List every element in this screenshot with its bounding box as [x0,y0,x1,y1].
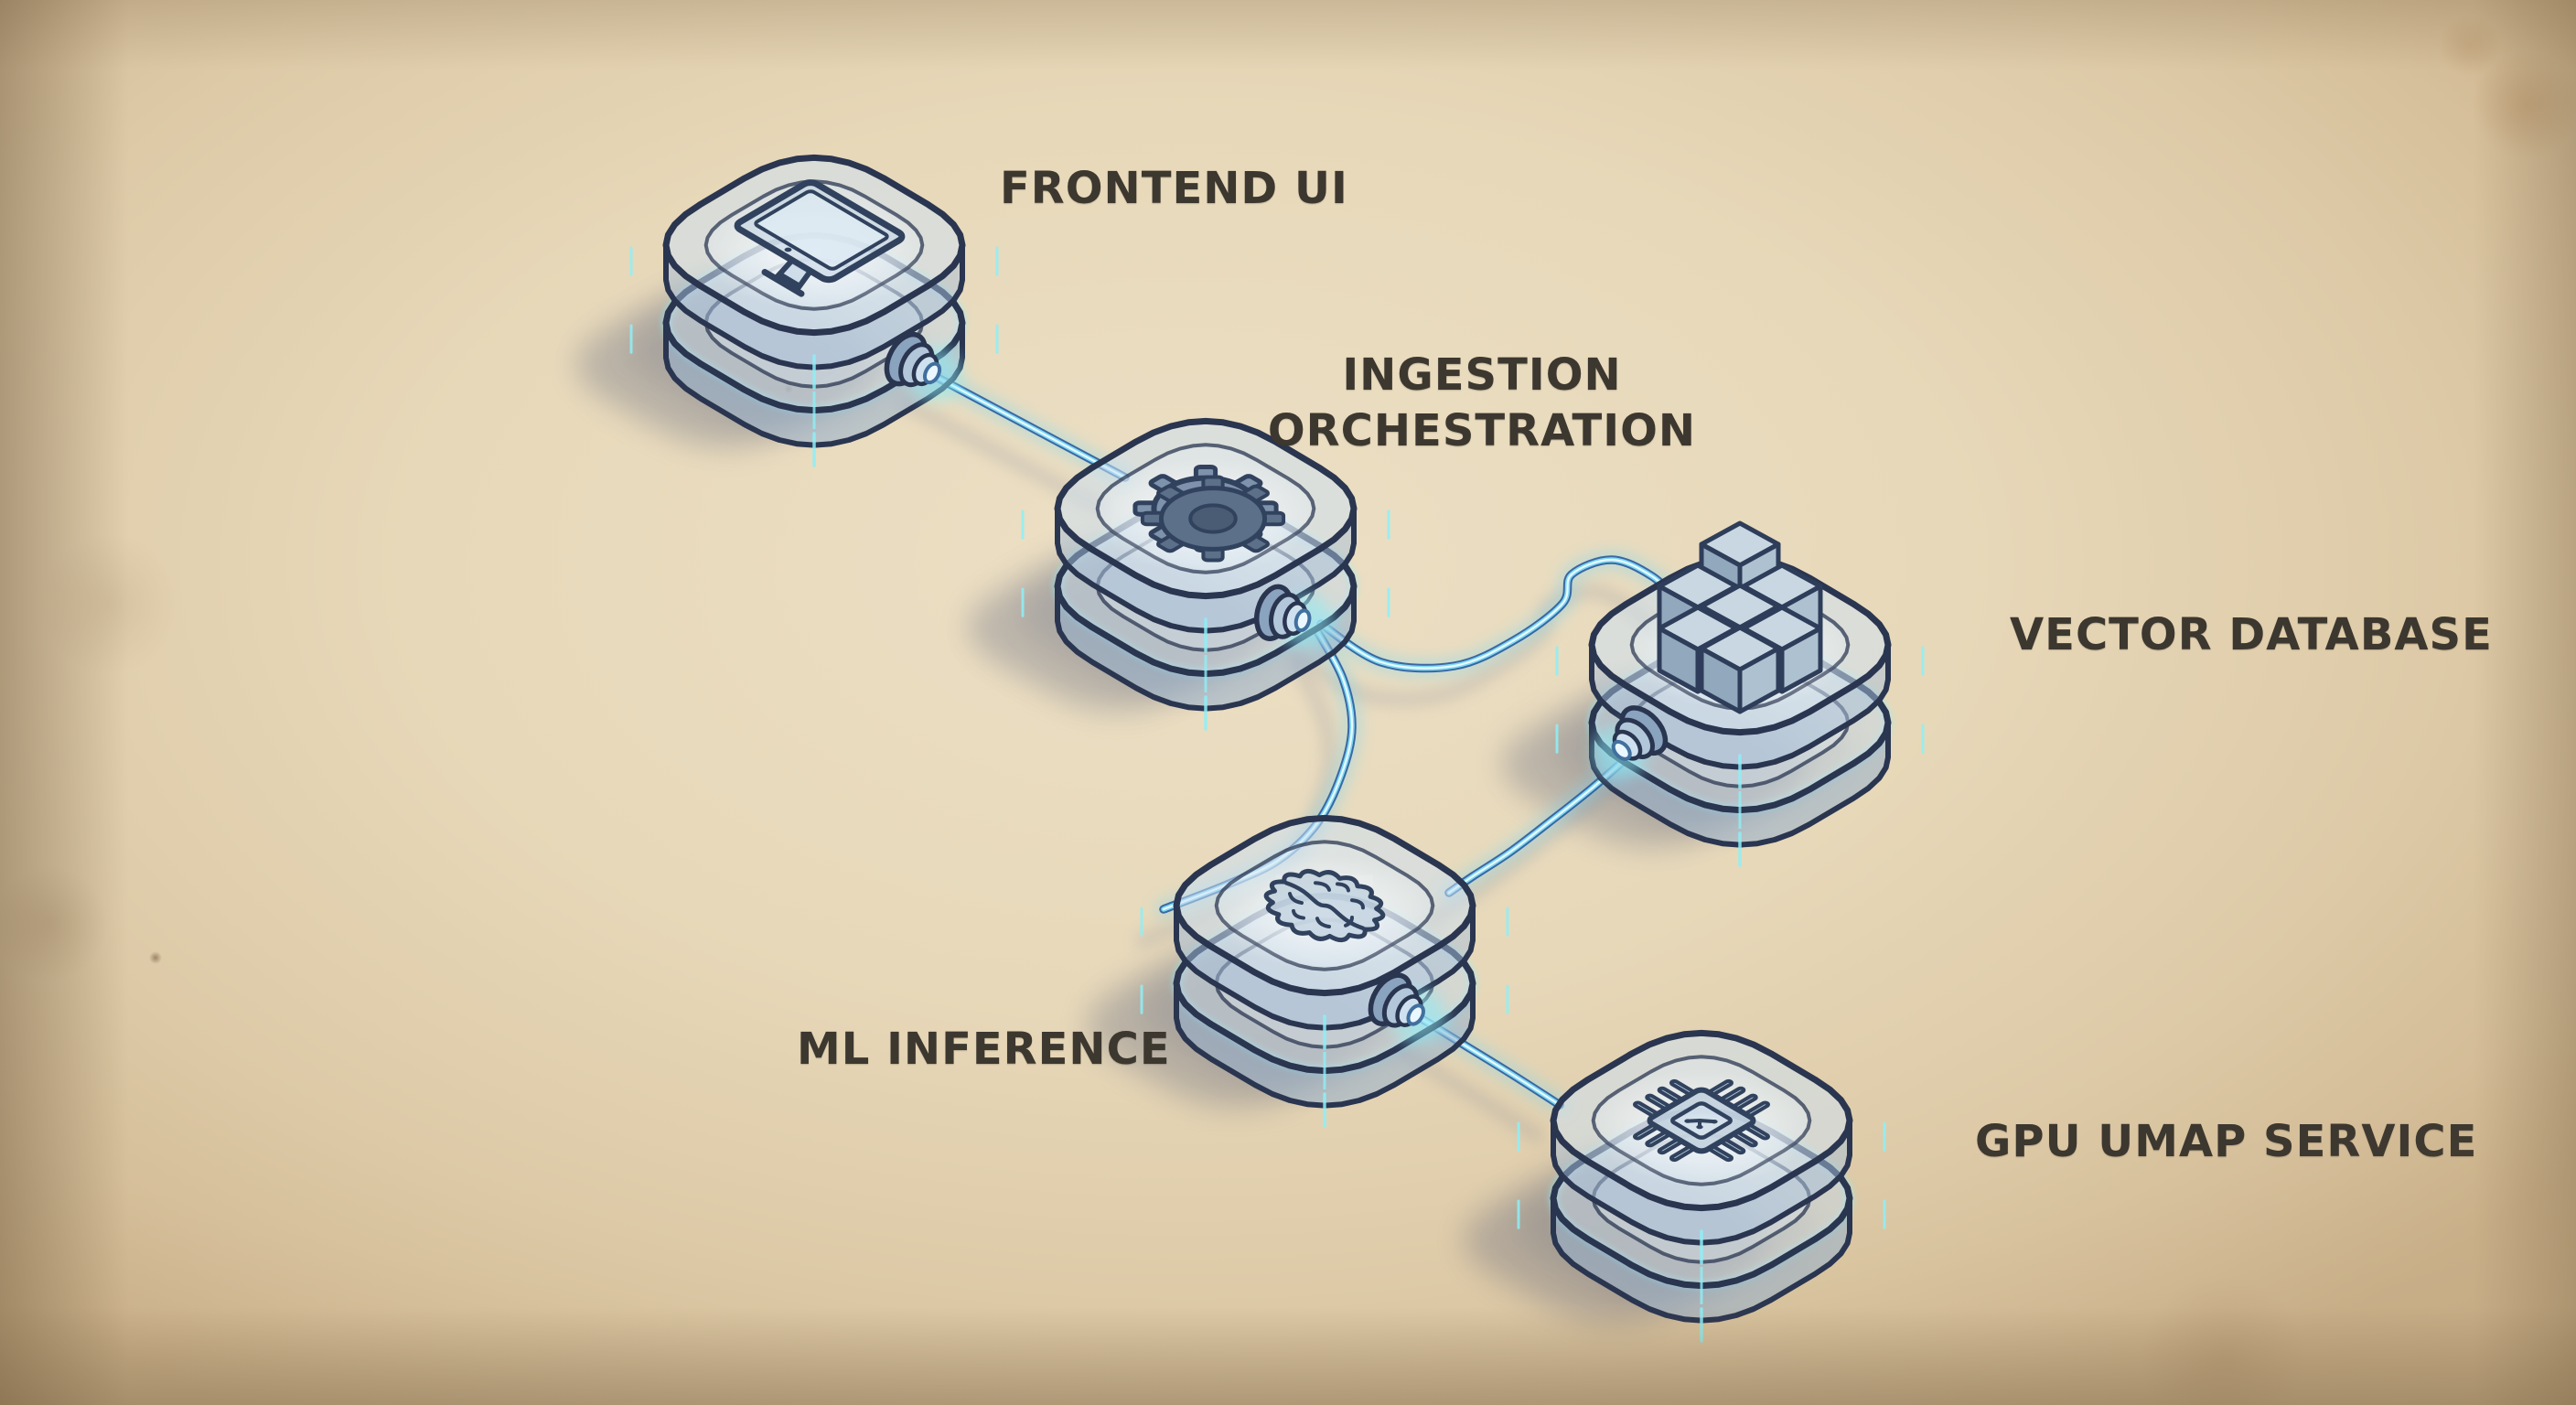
cable-ingestion-orchestration-to-vector-database [1292,551,1692,707]
node-label-vector-database: VECTOR DATABASE [2010,609,2493,660]
node-label-gpu-umap-service: GPU UMAP SERVICE [1975,1116,2478,1167]
node-vector-database [1555,520,1925,867]
cable-connector-icon [884,331,963,402]
node-gpu-umap-service [1519,1033,1884,1341]
node-label-line: INGESTION [1342,349,1622,401]
brain-icon [1238,846,1420,953]
node-frontend-ui [631,157,997,466]
node-label-frontend-ui: FRONTEND UI [1000,163,1348,214]
node-label-ml-inference: ML INFERENCE [797,1024,1171,1075]
node-ml-inference [1142,818,1508,1126]
monitor-icon [710,180,906,295]
cable-connector-icon [1592,705,1669,780]
gear-icon-shadow [1113,460,1313,578]
node-label-ingestion-orchestration: INGESTION ORCHESTRATION [1240,348,1724,459]
node-ingestion-orchestration [1023,421,1389,729]
cable-connector-icon [1368,972,1446,1045]
chip-icon [1604,1061,1799,1176]
node-label-line: ORCHESTRATION [1267,405,1697,456]
cable-connector-icon [1253,584,1334,649]
